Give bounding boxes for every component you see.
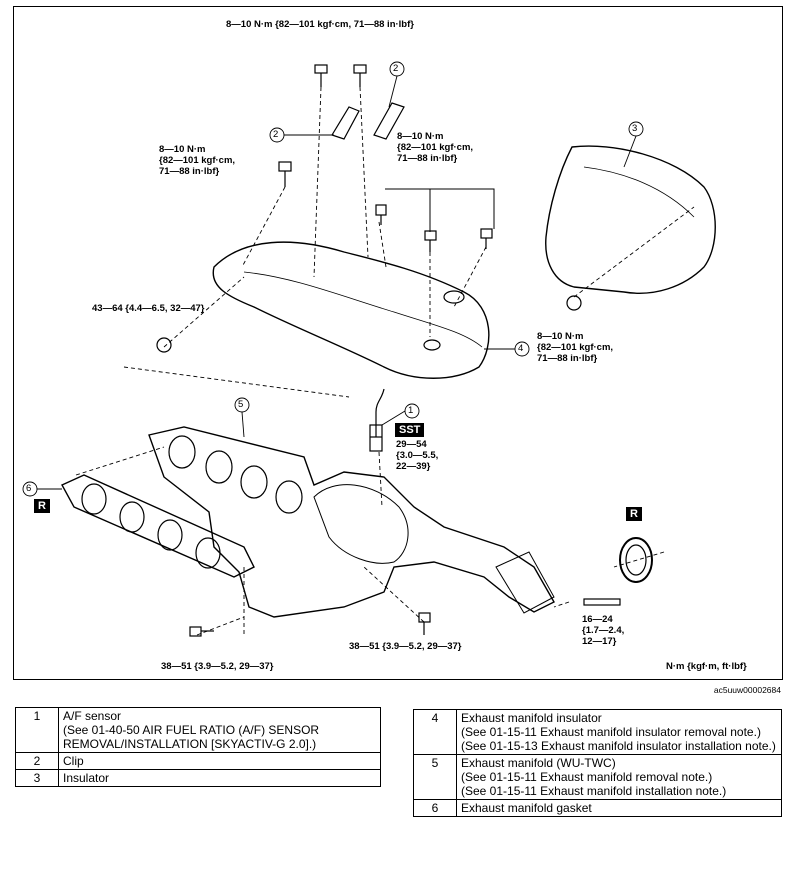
part-description: Insulator: [58, 769, 381, 787]
part-name: Insulator: [63, 771, 110, 785]
part-number: 5: [413, 754, 457, 800]
part-name: A/F sensor: [63, 709, 122, 723]
part-note: (See 01-40-50 AIR FUEL RATIO (A/F) SENSO…: [63, 723, 320, 751]
callout-1: 1: [408, 405, 414, 416]
torque-label-top: 8—10 N·m {82—101 kgf·cm, 71—88 in·lbf}: [226, 19, 414, 30]
torque-label-left-nut: 43—64 {4.4—6.5, 32—47}: [92, 303, 205, 314]
part-name: Clip: [63, 754, 84, 768]
units-label: N·m {kgf·m, ft·lbf}: [666, 661, 747, 672]
parts-row: 6 Exhaust manifold gasket: [413, 799, 782, 817]
parts-row: 3 Insulator: [15, 769, 381, 787]
part-number: 2: [15, 752, 59, 770]
part-note: (See 01-15-11 Exhaust manifold removal n…: [461, 770, 713, 784]
diagram-artwork: [22, 61, 716, 637]
torque-label-left-upper: 8—10 N·m {82—101 kgf·cm, 71—88 in·lbf}: [159, 144, 236, 177]
part-number: 3: [15, 769, 59, 787]
parts-row: 2 Clip: [15, 752, 381, 770]
top-bolts: [314, 64, 367, 87]
callout-2-upper: 2: [393, 63, 399, 74]
torque-label-center-upper: 8—10 N·m {82—101 kgf·cm, 71—88 in·lbf}: [397, 131, 474, 164]
replace-tag-left: R: [34, 499, 50, 513]
clips: [331, 102, 405, 140]
callout-4: 4: [518, 343, 524, 354]
exhaust-manifold-shape: [148, 426, 555, 618]
part-name: Exhaust manifold gasket: [461, 801, 592, 815]
part-description: Exhaust manifold (WU-TWC)(See 01-15-11 E…: [456, 754, 782, 800]
part-name: Exhaust manifold insulator: [461, 711, 602, 725]
part-name: Exhaust manifold (WU-TWC): [461, 756, 616, 770]
part-note: (See 01-15-11 Exhaust manifold installat…: [461, 784, 727, 798]
part-number: 6: [413, 799, 457, 817]
part-description: Exhaust manifold gasket: [456, 799, 782, 817]
part-description: Clip: [58, 752, 381, 770]
stud-shape: [583, 598, 621, 606]
part-description: A/F sensor(See 01-40-50 AIR FUEL RATIO (…: [58, 707, 381, 753]
part-note: (See 01-15-13 Exhaust manifold insulator…: [461, 739, 776, 753]
callout-5: 5: [238, 399, 244, 410]
replace-tag-right: R: [626, 507, 642, 521]
torque-label-bottom-left: 38—51 {3.9—5.2, 29—37}: [161, 661, 274, 672]
image-code: ac5uuw00002684: [713, 685, 781, 695]
part-note: (See 01-15-11 Exhaust manifold insulator…: [461, 725, 761, 739]
manifold-insulator-shape: [212, 241, 490, 379]
manifold-gasket-shape: [61, 474, 255, 578]
insulator-shape: [545, 145, 716, 294]
torque-label-bottom-center: 38—51 {3.9—5.2, 29—37}: [349, 641, 462, 652]
callout-3: 3: [632, 123, 638, 134]
ring-gasket-shape: [619, 537, 653, 583]
callout-2-lower: 2: [273, 129, 279, 140]
af-sensor-shape: [369, 388, 385, 452]
callout-6: 6: [26, 483, 32, 494]
part-number: 4: [413, 709, 457, 755]
torque-label-insulator: 8—10 N·m {82—101 kgf·cm, 71—88 in·lbf}: [537, 331, 614, 364]
torque-label-stud: 16—24 {1.7—2.4, 12—17}: [582, 614, 625, 647]
part-number: 1: [15, 707, 59, 753]
exploded-view-diagram: 2 2 3 4 5 1 6 8—10 N·m {82—101 kgf·cm, 7…: [13, 6, 783, 680]
sst-tag: SST: [395, 423, 425, 437]
torque-label-sensor: 29—54 {3.0—5.5, 22—39}: [396, 439, 439, 472]
dashed-leaders: [75, 86, 695, 637]
part-description: Exhaust manifold insulator(See 01-15-11 …: [456, 709, 782, 755]
